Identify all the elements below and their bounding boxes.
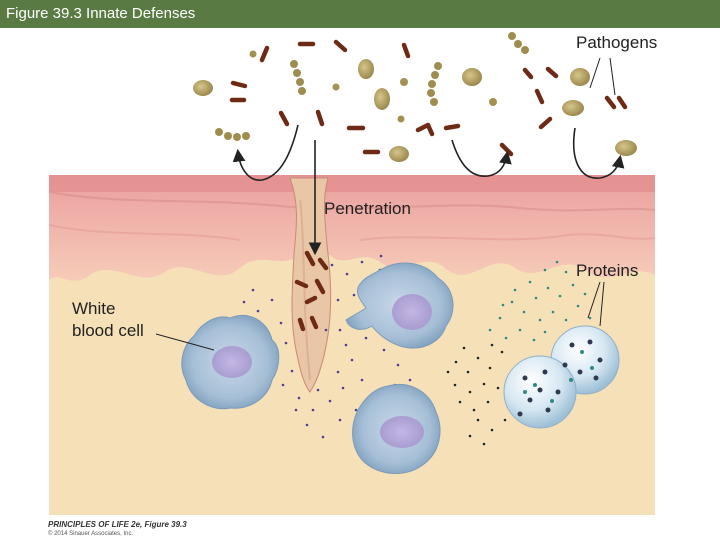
copyright-notice: © 2014 Sinauer Associates, Inc.	[48, 531, 134, 537]
white-blood-cell-top	[345, 262, 454, 349]
label-white-blood-cell-line2: blood cell	[72, 321, 144, 340]
innate-defenses-illustration	[48, 32, 656, 515]
header-bar: Figure 39.3 Innate Defenses	[0, 0, 720, 28]
protein-dots-teal	[488, 260, 592, 342]
protein-dots-dark	[446, 343, 507, 446]
label-penetration: Penetration	[324, 199, 411, 218]
figure-source-credit: PRINCIPLES OF LIFE 2e, Figure 39.3	[48, 520, 187, 529]
bounce-arrows	[232, 124, 625, 256]
figure-title: Figure 39.3 Innate Defenses	[6, 5, 196, 22]
white-blood-cell-left	[181, 315, 280, 410]
label-white-blood-cell-line1: White	[72, 299, 116, 318]
label-proteins: Proteins	[576, 261, 639, 280]
leader-lines	[155, 57, 616, 351]
pathogens-cocci	[193, 50, 637, 162]
protein-spheres	[503, 325, 620, 429]
pathogens-in-wound	[294, 250, 329, 332]
pathogens-chains	[215, 32, 529, 141]
protein-dots-purple	[239, 254, 422, 439]
skin-surface-band	[49, 175, 655, 192]
label-pathogens: Pathogens	[576, 33, 658, 52]
pathogens-rods	[229, 39, 628, 157]
white-blood-cell-bottom	[352, 384, 441, 475]
wound-channel	[289, 177, 332, 393]
